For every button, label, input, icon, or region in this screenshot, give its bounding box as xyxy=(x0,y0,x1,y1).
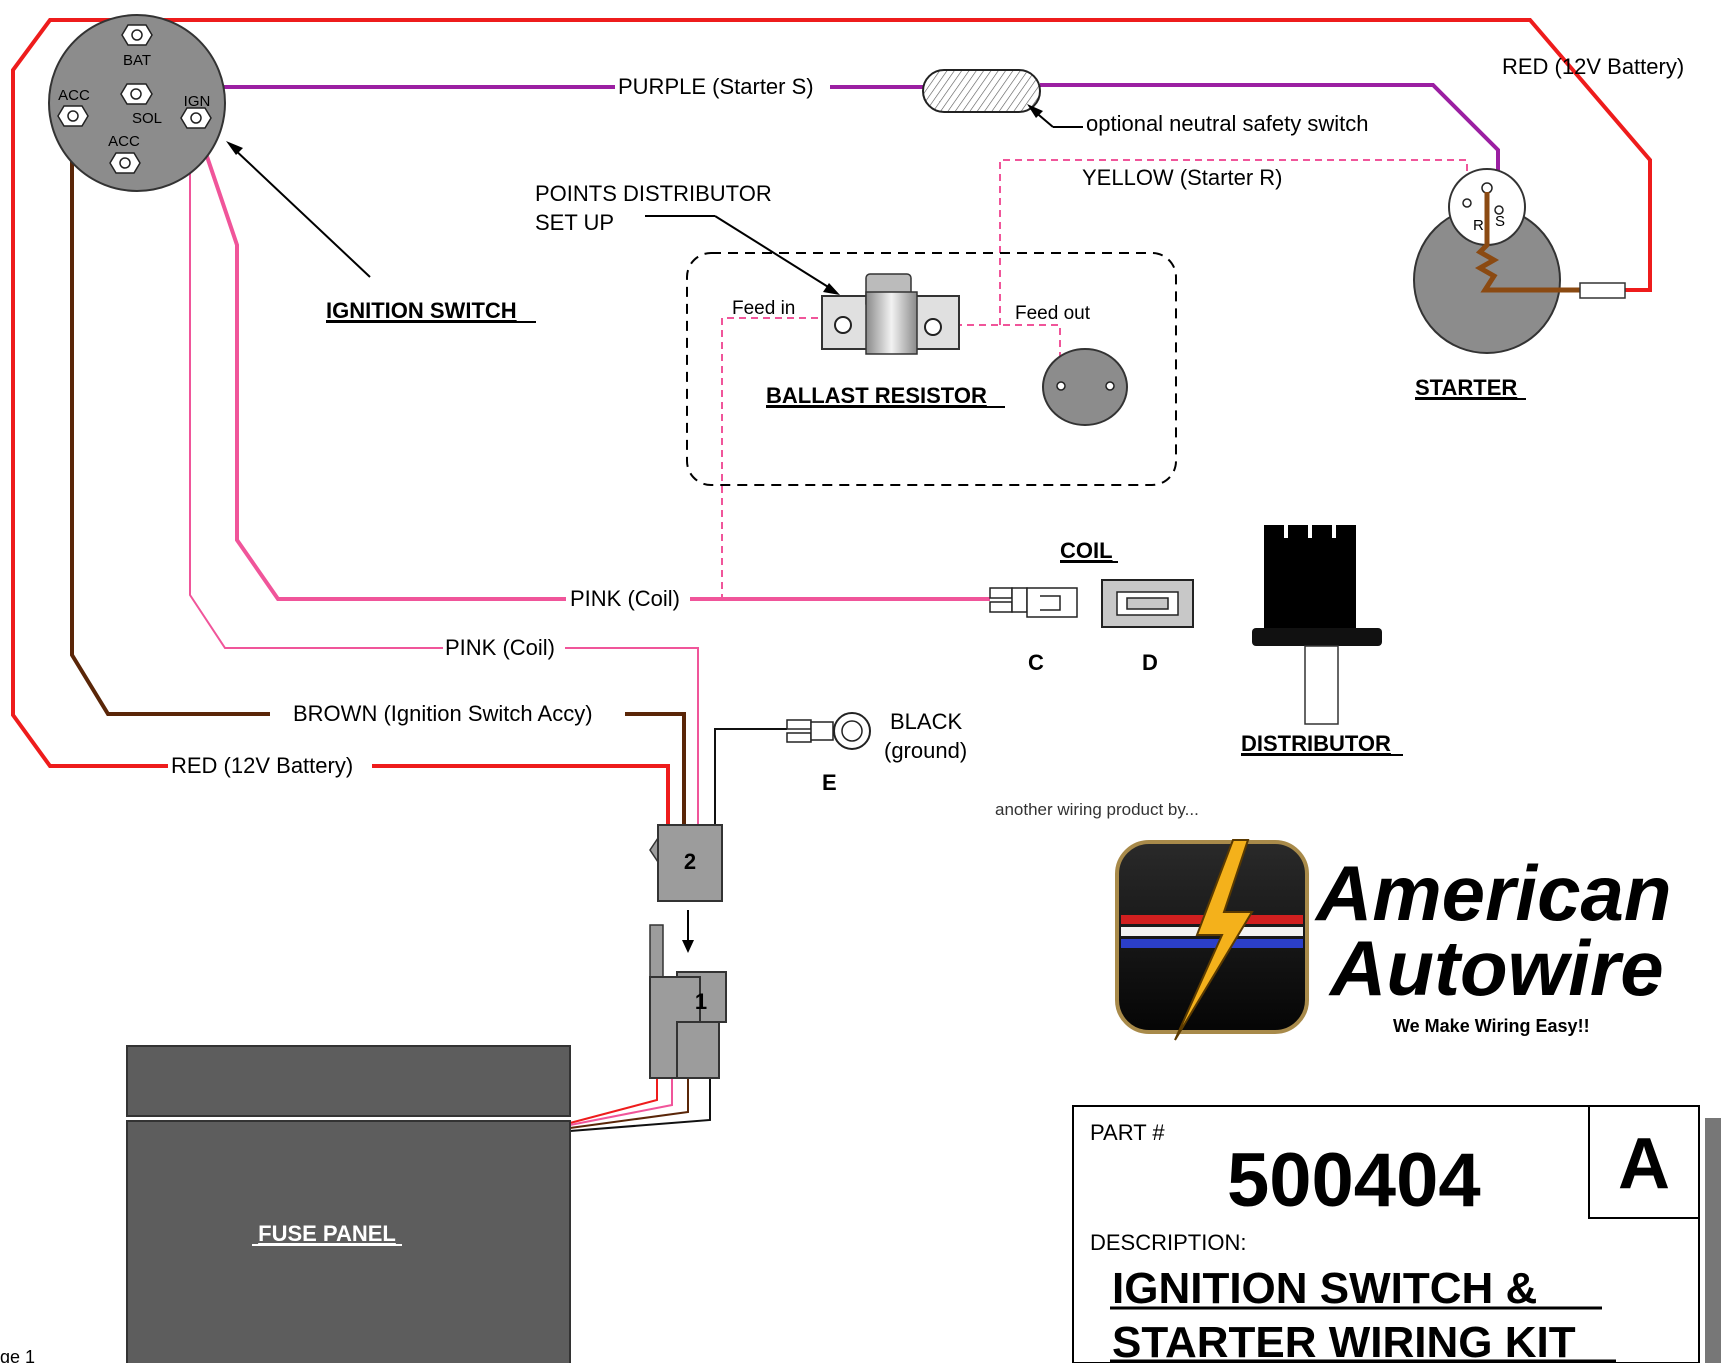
ballast-resistor-title: BALLAST RESISTOR xyxy=(766,383,987,408)
fuse-panel-body xyxy=(126,1120,571,1363)
bat-terminal-icon xyxy=(121,24,153,46)
feed-in-wire xyxy=(721,317,830,600)
distributor-icon xyxy=(1252,525,1382,725)
ign-terminal-icon xyxy=(180,107,212,129)
points-oval-icon xyxy=(1042,348,1128,426)
neutral-switch-label: optional neutral safety switch xyxy=(1086,111,1369,136)
black-ground-wire xyxy=(714,728,787,825)
pink-coil-wire-thin xyxy=(189,130,443,649)
starter-internal-wire xyxy=(1474,192,1580,293)
connector-2-label: 2 xyxy=(684,849,696,874)
red-battery-label-top: RED (12V Battery) xyxy=(1502,54,1684,79)
ign-terminal-label: IGN xyxy=(184,93,211,110)
starter: R S xyxy=(1413,168,1626,354)
points-setup-label-line2: SET UP xyxy=(535,210,614,235)
points-setup-box xyxy=(686,252,1177,486)
acc-terminal-left-icon xyxy=(57,105,89,127)
brown-accessory-wire-right xyxy=(625,712,686,825)
feed-out-wire xyxy=(943,324,1061,385)
bundle-wire-brown xyxy=(569,1078,689,1129)
coil-terminal-d xyxy=(1101,579,1194,628)
pink-coil-wire-thin-right xyxy=(565,647,699,825)
pink-coil-wire-thick xyxy=(196,129,566,601)
black-wire-sublabel: (ground) xyxy=(884,738,967,763)
revision-box xyxy=(1588,1105,1700,1219)
description-line2: STARTER WIRING KIT xyxy=(1112,1318,1576,1363)
acc-terminal-bottom-icon xyxy=(109,152,141,174)
acc-terminal-left-label: ACC xyxy=(58,87,90,104)
coil-c-label: C xyxy=(1028,650,1044,675)
coil-title: COIL xyxy=(1060,538,1113,563)
description-label: DESCRIPTION: xyxy=(1090,1230,1246,1255)
description-line1: IGNITION SWITCH & xyxy=(1112,1264,1537,1313)
fuse-panel-top xyxy=(126,1045,571,1117)
brown-wire-label: BROWN (Ignition Switch Accy) xyxy=(293,701,593,726)
bundle-wire-pink xyxy=(569,1078,673,1126)
ignition-switch-title: IGNITION SWITCH xyxy=(326,298,517,323)
connector-1: 1 xyxy=(649,924,727,1079)
ballast-resistor xyxy=(821,273,960,355)
starter-s-label: S xyxy=(1495,213,1505,230)
ground-ring-terminal-icon xyxy=(786,712,871,750)
bundle-wire-black xyxy=(569,1078,711,1132)
ignition-switch-arrowhead xyxy=(226,141,243,155)
sol-terminal-icon xyxy=(120,83,153,105)
feed-in-label: Feed in xyxy=(732,298,795,319)
bat-terminal-label: BAT xyxy=(123,52,151,69)
neutral-safety-switch xyxy=(922,69,1041,113)
sol-terminal-label: SOL xyxy=(132,110,162,127)
coil-d-label: D xyxy=(1142,650,1158,675)
starter-title: STARTER xyxy=(1415,375,1517,400)
connector-2: 2 xyxy=(649,824,723,902)
lightning-bolt-icon xyxy=(1174,839,1254,1041)
starter-battery-lug xyxy=(1579,282,1626,299)
revision-letter: A xyxy=(1618,1124,1670,1204)
starter-r-label: R xyxy=(1473,217,1484,234)
feed-out-label: Feed out xyxy=(1015,303,1091,324)
bundle-wire-red xyxy=(569,1078,658,1124)
connector-1-label: 1 xyxy=(695,989,707,1014)
american-autowire-logo xyxy=(1115,839,1309,1041)
brand-name-line1: American xyxy=(1314,849,1672,937)
pink-coil-label-2: PINK (Coil) xyxy=(445,635,555,660)
brand-name-line2: Autowire xyxy=(1328,924,1664,1012)
neutral-switch-arrowhead xyxy=(1027,104,1043,118)
fuse-panel-title: FUSE PANEL xyxy=(258,1221,396,1246)
ballast-feed-out-terminal xyxy=(924,318,942,336)
part-label: PART # xyxy=(1090,1120,1165,1145)
acc-terminal-bottom-label: ACC xyxy=(108,133,140,150)
red-battery-label-bottom: RED (12V Battery) xyxy=(171,753,353,778)
page-label: ge 1 xyxy=(0,1347,35,1363)
points-setup-label-line1: POINTS DISTRIBUTOR xyxy=(535,181,772,206)
part-block-shadow xyxy=(1705,1118,1721,1363)
black-wire-label: BLACK xyxy=(890,709,962,734)
mate-arrow-icon xyxy=(682,940,694,953)
ignition-switch-pointer xyxy=(231,146,371,278)
brown-accessory-wire xyxy=(70,120,270,716)
points-setup-arrowhead xyxy=(823,283,840,295)
red-battery-wire-bottom xyxy=(372,764,670,825)
purple-wire-label: PURPLE (Starter S) xyxy=(618,74,814,99)
coil-connector-c xyxy=(989,587,1078,618)
brand-slogan: We Make Wiring Easy!! xyxy=(1393,1016,1590,1036)
part-number: 500404 xyxy=(1227,1138,1481,1223)
brand-tagline: another wiring product by... xyxy=(995,800,1199,819)
ballast-feed-in-terminal xyxy=(834,316,852,334)
pink-coil-label-1: PINK (Coil) xyxy=(570,586,680,611)
yellow-wire-label: YELLOW (Starter R) xyxy=(1082,165,1282,190)
distributor-title: DISTRIBUTOR xyxy=(1241,731,1391,756)
ground-connector-label: E xyxy=(822,770,837,795)
red-battery-wire-left xyxy=(11,18,168,768)
ignition-switch: BAT SOL ACC IGN ACC xyxy=(48,14,226,192)
points-setup-pointer-diag xyxy=(714,215,834,291)
red-battery-wire-top xyxy=(137,18,1652,292)
logo-badge xyxy=(1115,840,1309,1034)
